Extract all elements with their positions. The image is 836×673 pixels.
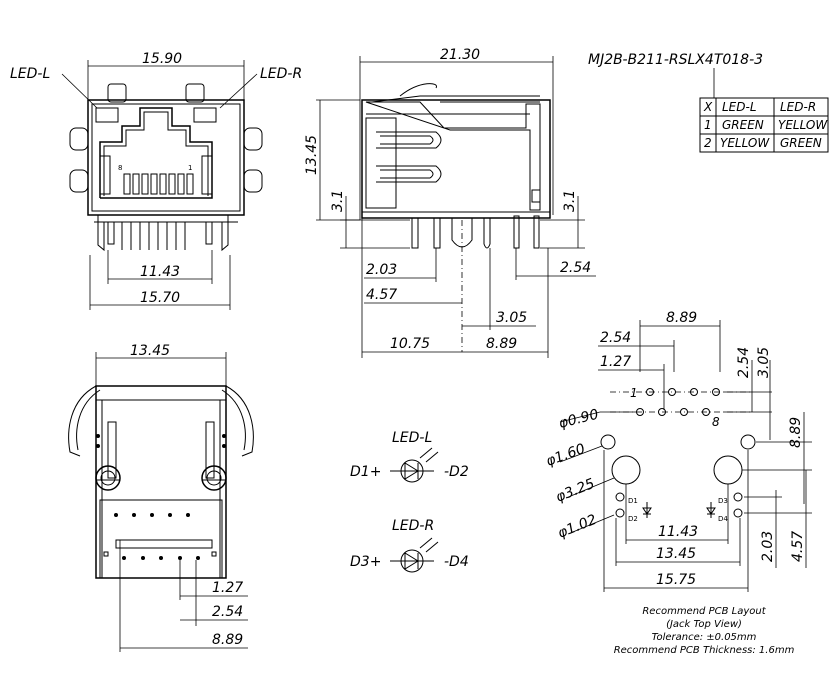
- table-cell: 1: [704, 118, 712, 132]
- side-dim-31-left: 3.1: [330, 190, 346, 212]
- pcb-caption-4: Recommend PCB Thickness: 1.6mm: [614, 645, 795, 656]
- pcb-pin8: 8: [712, 415, 720, 429]
- pcb-hole-160: φ1.60: [544, 441, 588, 470]
- side-dim-31-right: 3.1: [562, 190, 578, 212]
- side-dim-2130: 21.30: [440, 47, 480, 63]
- side-dim-457: 4.57: [366, 287, 397, 303]
- table-cell: YELLOW: [720, 136, 770, 150]
- pcb-dim-305-v: 3.05: [756, 347, 772, 378]
- pcb-dim-457-v: 4.57: [790, 531, 806, 562]
- pcb-caption-3: Tolerance: ±0.05mm: [652, 632, 757, 643]
- side-view: 21.30 13.45 3.1 3.1: [304, 47, 596, 358]
- part-number-block: MJ2B-B211-RSLX4T018-3 X LED-L LED-R 1 GR…: [588, 52, 829, 153]
- pcb-dim-254-v: 2.54: [736, 347, 752, 378]
- pcb-layout: 8.89 2.54 1.27 2.54 3.05 1 8: [544, 310, 812, 656]
- pcb-hole-102: φ1.02: [556, 512, 600, 542]
- bottom-contact-dots: [103, 513, 217, 560]
- table-cell: GREEN: [780, 136, 822, 150]
- led-left-label: LED-L: [10, 66, 50, 82]
- part-number: MJ2B-B211-RSLX4T018-3: [588, 52, 763, 68]
- pcb-dim-1575: 15.75: [656, 572, 696, 588]
- pcb-hole-090: φ0.90: [557, 407, 600, 432]
- front-pin1: 1: [188, 164, 192, 172]
- pcb-d4: D4: [718, 515, 728, 523]
- side-dim-305: 3.05: [496, 310, 527, 326]
- led-schematic: LED-L D1+ -D2 LED-R D3+ -D4: [350, 430, 469, 573]
- pcb-d3: D3: [718, 497, 728, 505]
- front-pin8: 8: [118, 164, 122, 172]
- pcb-dim-127: 1.27: [600, 354, 631, 370]
- bottom-dim-889: 8.89: [212, 632, 243, 648]
- side-dim-889: 8.89: [486, 336, 517, 352]
- table-cell: GREEN: [722, 118, 764, 132]
- side-dim-203: 2.03: [366, 262, 397, 278]
- side-dim-1345: 13.45: [304, 135, 320, 175]
- bottom-dim-127: 1.27: [212, 580, 243, 596]
- led-l-schematic-label: LED-L: [392, 430, 432, 446]
- pcb-dim-889-v: 8.89: [788, 417, 804, 448]
- pcb-caption-2: (Jack Top View): [666, 619, 742, 630]
- table-cell: 2: [704, 136, 712, 150]
- pcb-caption-1: Recommend PCB Layout: [642, 606, 766, 617]
- pcb-signal-holes: [636, 388, 720, 416]
- d2-label: -D2: [444, 464, 469, 480]
- bottom-view: 13.45: [68, 343, 254, 652]
- pcb-hole-325: φ3.25: [554, 476, 598, 506]
- pcb-d2: D2: [628, 515, 638, 523]
- bottom-led-pins: [96, 434, 226, 448]
- side-dim-1075: 10.75: [390, 336, 430, 352]
- d4-label: -D4: [444, 554, 469, 570]
- pcb-dim-1345: 13.45: [656, 546, 696, 562]
- d3-label: D3+: [350, 554, 381, 570]
- pcb-dim-1143: 11.43: [658, 524, 698, 540]
- pcb-dim-203-v: 2.03: [760, 531, 776, 562]
- bottom-dim-254: 2.54: [212, 604, 243, 620]
- led-r-schematic-label: LED-R: [392, 518, 434, 534]
- side-dim-254: 2.54: [560, 260, 591, 276]
- led-color-table: X LED-L LED-R 1 GREEN YELLOW 2 YELLOW GR…: [699, 97, 829, 153]
- led-right-label: LED-R: [260, 66, 302, 82]
- pcb-dim-254: 2.54: [600, 330, 631, 346]
- front-pins: [97, 215, 229, 252]
- pcb-dim-889-top: 8.89: [666, 310, 697, 326]
- table-header-ledl: LED-L: [722, 100, 757, 114]
- front-dim-1570: 15.70: [140, 290, 180, 306]
- bottom-dim-1345: 13.45: [130, 343, 170, 359]
- d1-label: D1+: [350, 464, 381, 480]
- front-contacts: [123, 173, 194, 195]
- table-header-x: X: [703, 100, 713, 114]
- table-cell: YELLOW: [778, 118, 828, 132]
- front-view: 15.90 LED-L LED-R 8 1: [10, 51, 302, 310]
- pcb-led-holes: [615, 492, 743, 518]
- front-dim-1143: 11.43: [140, 264, 180, 280]
- front-dim-top: 15.90: [142, 51, 182, 67]
- pcb-pin1: 1: [630, 386, 638, 400]
- side-pins: [411, 215, 540, 249]
- pcb-d1: D1: [628, 497, 638, 505]
- table-header-ledr: LED-R: [780, 100, 816, 114]
